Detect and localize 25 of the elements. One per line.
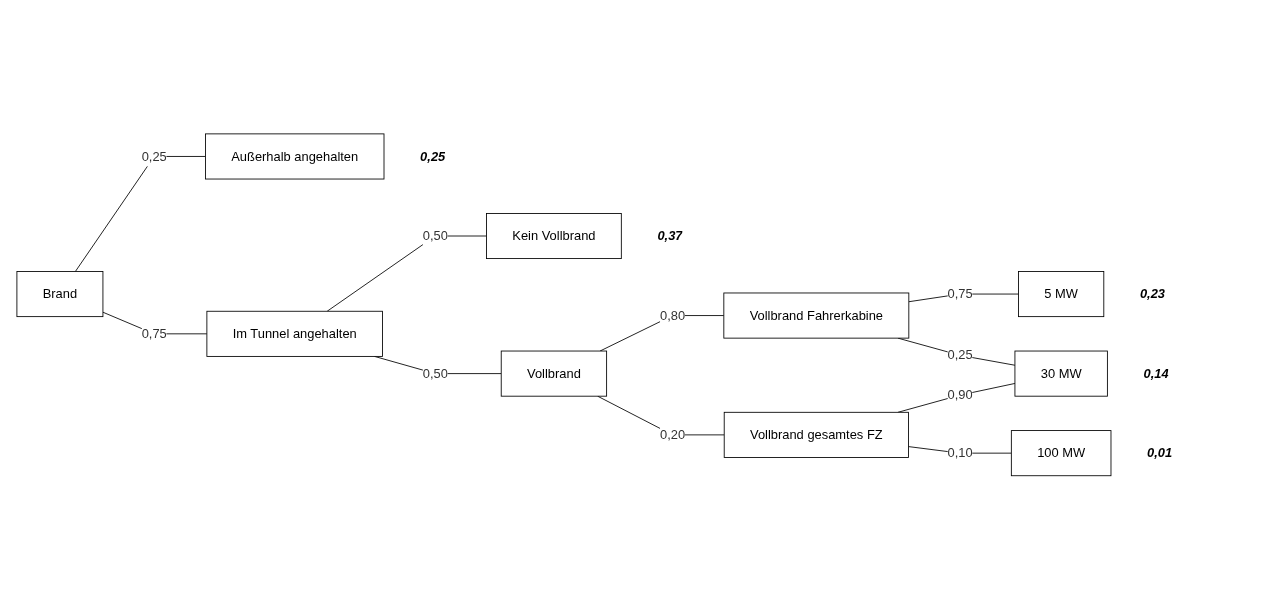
edge-label: 0,25 [141, 148, 167, 164]
edge-label: 0,10 [947, 445, 973, 461]
node-label: 0,37 [657, 228, 683, 243]
node-box: Brand [16, 271, 104, 318]
node-box: 5 MW [1018, 271, 1105, 318]
edge-label: 0,20 [660, 427, 686, 442]
node-label: 0,23 [1139, 286, 1166, 301]
node-box: Vollbrand [500, 350, 608, 397]
edge-label: 0,25 [947, 347, 973, 363]
node-box: 30 MW [1014, 350, 1108, 397]
node-label: 0,25 [420, 148, 446, 164]
edge-label: 0,50 [422, 228, 448, 243]
node-box: Außerhalb angehalten [205, 133, 385, 180]
node-box: Im Tunnel angehalten [206, 311, 383, 357]
node-box: Vollbrand Fahrerkabine [723, 292, 910, 339]
node-label: 0,01 [1147, 445, 1173, 461]
edge-label: 0,75 [947, 286, 973, 301]
node-box: 100 MW [1010, 430, 1112, 477]
edge-label: 0,90 [947, 387, 973, 402]
edge-label: 0,75 [141, 326, 167, 341]
edge-label: 0,80 [660, 307, 686, 323]
node-box: Kein Vollbrand [486, 213, 622, 260]
node-box: Vollbrand gesamtes FZ [723, 412, 909, 459]
edge-label: 0,50 [422, 365, 448, 381]
node-label: 0,14 [1143, 365, 1169, 381]
